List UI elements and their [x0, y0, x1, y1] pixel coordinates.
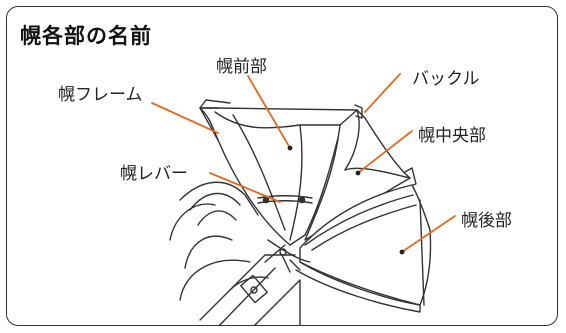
stroller-seat-drawing: [169, 181, 301, 325]
leader-front: [247, 75, 291, 149]
label-canopy-frame: 幌フレーム: [58, 85, 143, 105]
canopy-front-drawing: [199, 99, 358, 246]
leader-center: [357, 130, 413, 174]
leader-lever: [209, 172, 281, 203]
label-buckle: バックル: [412, 69, 480, 89]
leader-frame: [151, 102, 219, 134]
leader-rear: [401, 215, 456, 253]
leader-buckle: [364, 73, 401, 113]
diagram-title: 幌各部の名前: [20, 24, 152, 48]
lever-drawing: [257, 195, 313, 204]
label-canopy-front: 幌前部: [216, 57, 267, 77]
label-canopy-lever: 幌レバー: [120, 164, 188, 184]
label-canopy-rear: 幌後部: [461, 211, 512, 231]
label-canopy-center: 幌中央部: [418, 126, 486, 146]
canopy-rear-drawing: [267, 184, 432, 313]
